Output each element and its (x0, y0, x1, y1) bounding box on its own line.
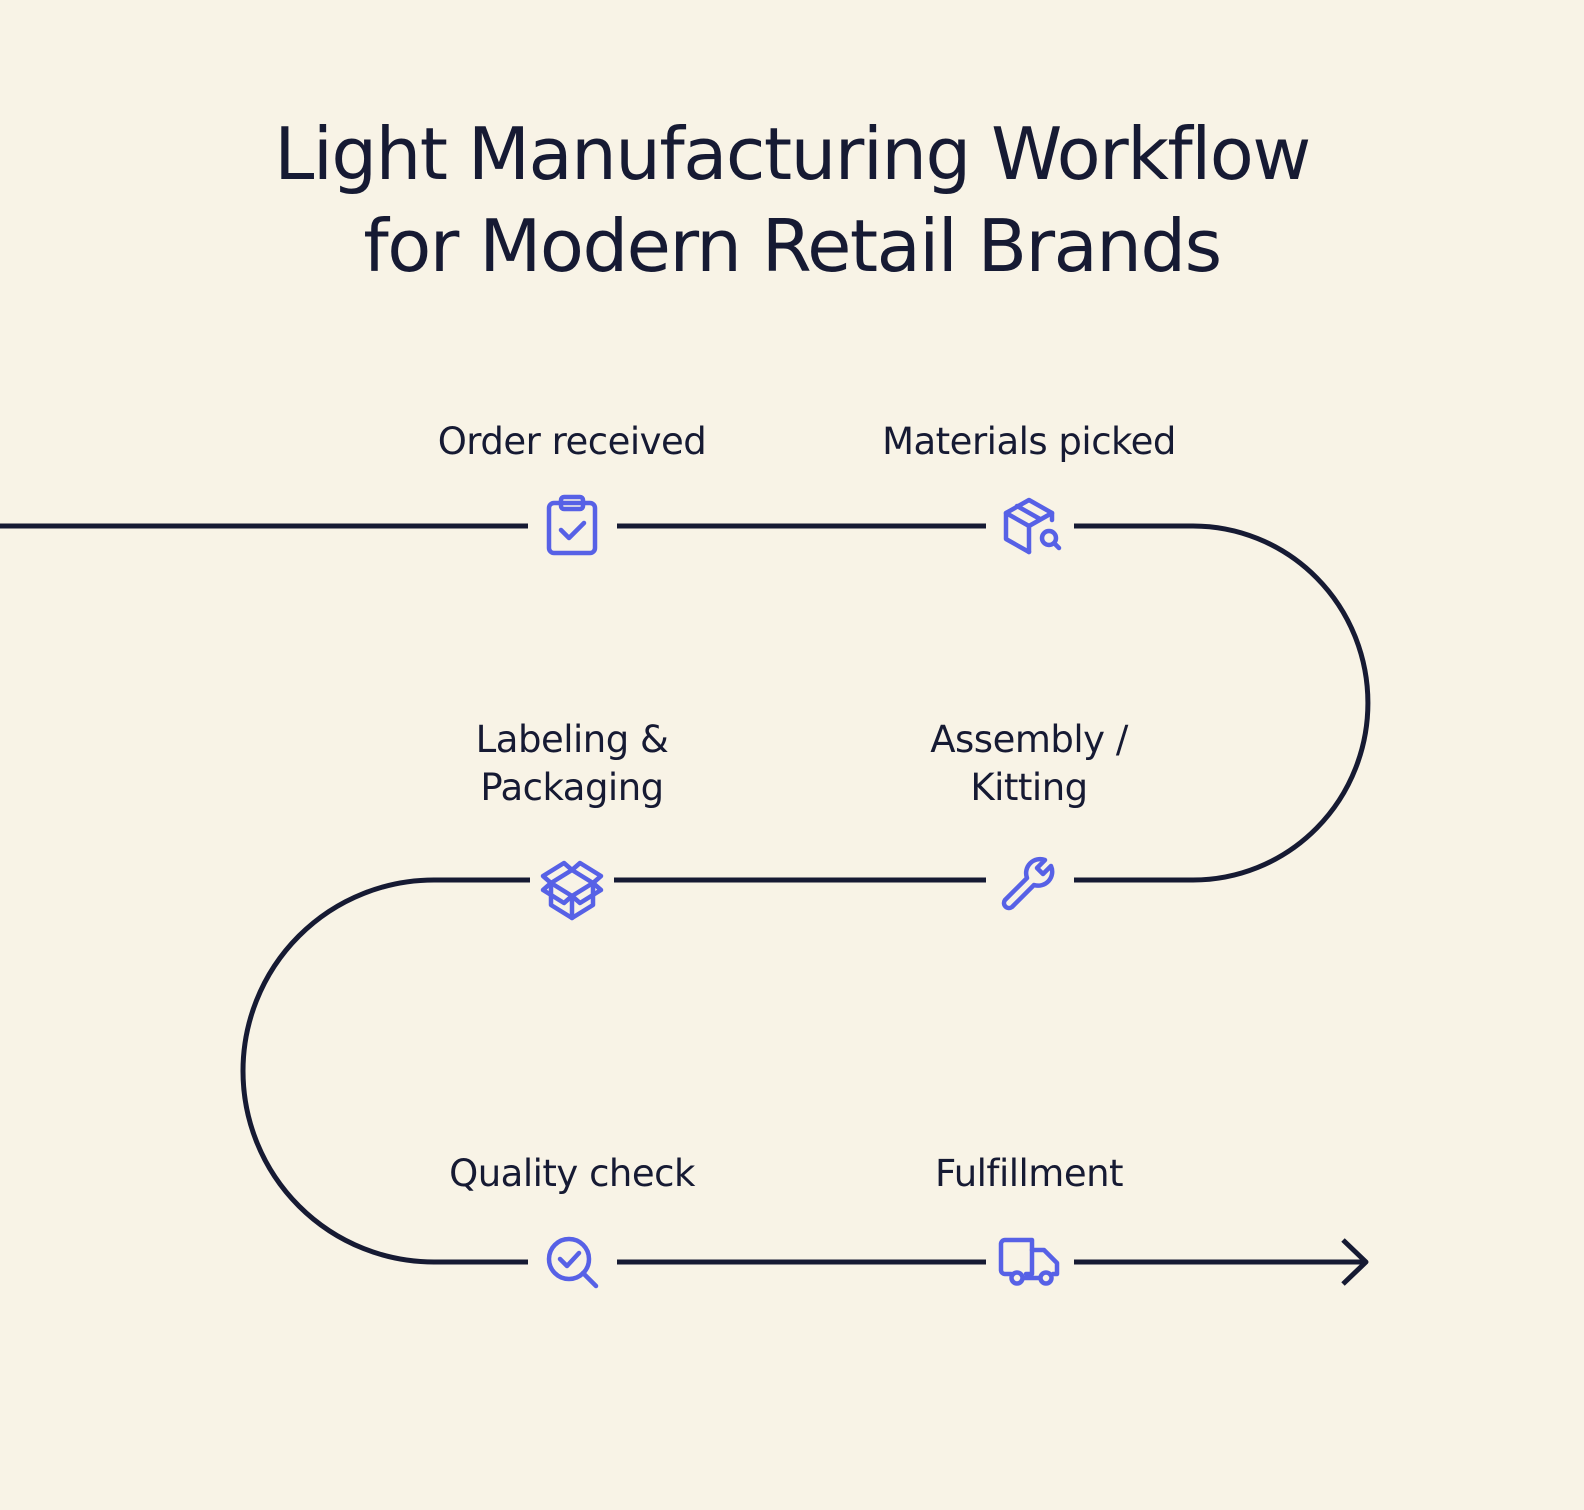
step-label: Fulfillment (935, 1152, 1123, 1195)
step-label: Materials picked (882, 420, 1176, 463)
title-line-2: for Modern Retail Brands (363, 204, 1222, 288)
step-quality-check: Quality check (449, 1152, 696, 1289)
step-label: Order received (438, 420, 707, 463)
step-order-received: Order received (438, 420, 707, 556)
step-label: Packaging (480, 766, 663, 809)
step-label: Labeling & (476, 718, 669, 761)
truck-icon (998, 1237, 1060, 1286)
step-label: Kitting (970, 766, 1087, 809)
search-check-icon (546, 1236, 599, 1289)
step-materials-picked: Materials picked (882, 420, 1176, 555)
step-label: Assembly / (930, 718, 1129, 761)
step-assembly-kitting: Assembly / Kitting (930, 718, 1129, 911)
step-fulfillment: Fulfillment (935, 1152, 1124, 1286)
path-segment-curve-left (240, 877, 530, 1265)
diagram-title: Light Manufacturing Workflow for Modern … (0, 108, 1584, 292)
step-labeling-packaging: Labeling & Packaging (476, 718, 669, 921)
path-segment-curve-right (1074, 523, 1371, 883)
step-label: Quality check (449, 1152, 696, 1195)
workflow-path (0, 523, 1371, 1286)
wrench-icon (1001, 856, 1055, 911)
title-line-1: Light Manufacturing Workflow (274, 112, 1311, 196)
package-search-icon (1003, 497, 1062, 555)
open-box-icon (540, 860, 604, 921)
arrow-head-icon (1341, 1238, 1369, 1286)
clipboard-check-icon (546, 494, 598, 556)
